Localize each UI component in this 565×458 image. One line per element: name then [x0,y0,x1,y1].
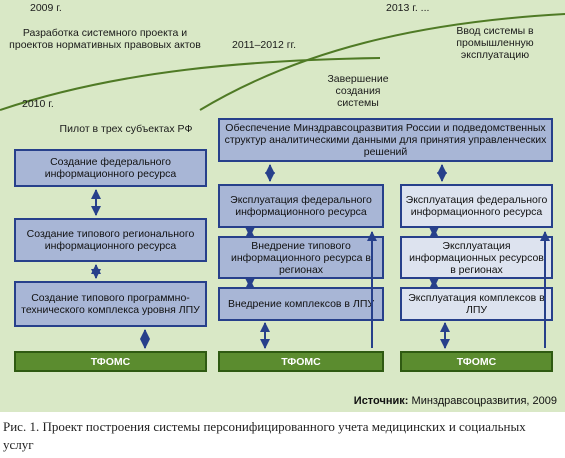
year-2013-label: 2013 г. ... [386,2,430,14]
timeline-arc-2009 [0,57,381,111]
year-2009-label: 2009 г. [30,2,62,14]
year-2010-label: 2010 г. [22,98,54,110]
figure-caption: Рис. 1. Проект построения системы персон… [3,419,526,452]
timeline-arcs [0,13,565,111]
timeline-arc-2011 [199,13,565,111]
operate-federal-resource-box-3: Эксплуатация федерального информационног… [400,184,553,228]
tfoms-box-2: ТФОМС [218,351,384,372]
deploy-lpu-complexes-box: Внедрение комплексов в ЛПУ [218,287,384,321]
deploy-regional-resource-box: Внедрение типового информационного ресур… [218,236,384,279]
source-note: Источник: Минздравсоцразвития, 2009 [354,395,557,407]
operate-federal-resource-box-2: Эксплуатация федерального информационног… [218,184,384,228]
ministry-analytics-box: Обеспечение Минздравсоцразвития России и… [218,118,553,162]
create-regional-resource-box: Создание типового регионального информац… [14,218,207,262]
tfoms-box-3: ТФОМС [400,351,553,372]
development-text: Разработка системного проекта и проектов… [9,27,201,51]
source-text: Минздравсоцразвития, 2009 [411,395,557,407]
completion-text: Завершение создания системы [327,73,389,109]
launch-text: Ввод системы в промышленную эксплуатацию [456,25,534,61]
create-lpu-complex-box: Создание типового программно-техническог… [14,281,207,327]
source-label: Источник: [353,395,409,407]
year-2011-2012-label: 2011–2012 гг. [232,39,296,51]
operate-lpu-complexes-box: Эксплуатация комплексов в ЛПУ [400,287,553,321]
operate-regional-resources-box: Эксплуатация информационных ресурсов в р… [400,236,553,279]
pilot-text: Пилот в трех субъектах РФ [59,123,193,135]
tfoms-box-1: ТФОМС [14,351,207,372]
create-federal-resource-box: Создание федерального информационного ре… [14,149,207,187]
